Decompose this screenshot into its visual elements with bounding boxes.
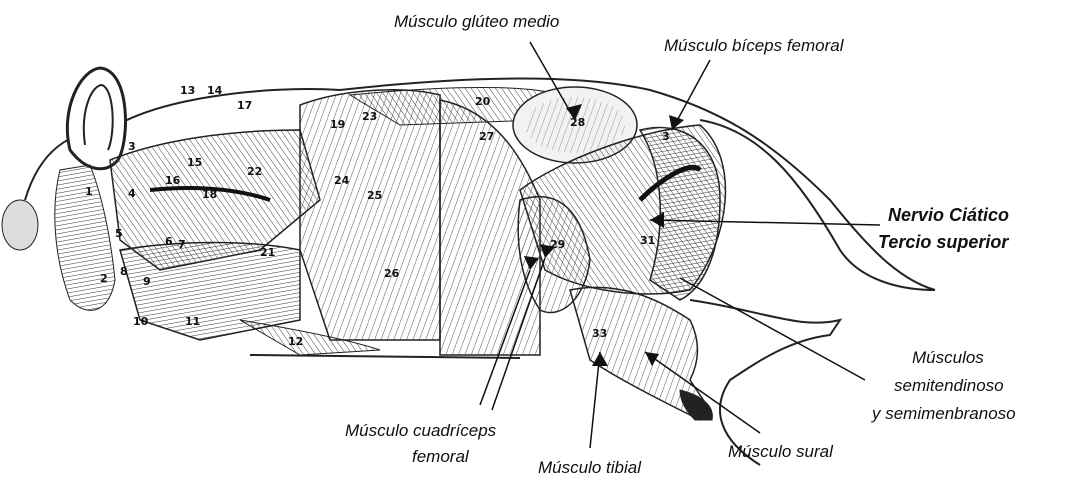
svg-text:20: 20 <box>475 95 491 108</box>
svg-text:26: 26 <box>384 267 400 280</box>
svg-text:3: 3 <box>662 130 670 143</box>
ear <box>67 68 125 169</box>
svg-text:6: 6 <box>165 235 173 248</box>
svg-text:21: 21 <box>260 246 275 259</box>
svg-text:13: 13 <box>180 84 195 97</box>
svg-text:25: 25 <box>367 189 382 202</box>
shoulder-muscle <box>300 90 440 340</box>
svg-text:8: 8 <box>120 265 128 278</box>
label-tercio-superior: Tercio superior <box>878 232 1008 252</box>
label-tibial: Músculo tibial <box>538 458 641 478</box>
svg-text:7: 7 <box>178 238 186 251</box>
svg-text:15: 15 <box>187 156 202 169</box>
label-semimenbranoso: y semimenbranoso <box>872 404 1016 424</box>
svg-text:19: 19 <box>330 118 345 131</box>
label-sural: Músculo sural <box>728 442 833 462</box>
svg-text:27: 27 <box>479 130 494 143</box>
svg-text:5: 5 <box>115 227 123 240</box>
svg-text:33: 33 <box>592 327 607 340</box>
svg-text:3: 3 <box>128 140 136 153</box>
svg-text:28: 28 <box>570 116 585 129</box>
svg-text:24: 24 <box>334 174 350 187</box>
svg-text:31: 31 <box>640 234 655 247</box>
label-musculos: Músculos <box>912 348 984 368</box>
svg-text:11: 11 <box>185 315 200 328</box>
svg-text:4: 4 <box>128 187 136 200</box>
svg-text:22: 22 <box>247 165 262 178</box>
svg-text:12: 12 <box>288 335 303 348</box>
label-cuadriceps: Músculo cuadríceps <box>345 421 496 441</box>
svg-text:18: 18 <box>202 188 217 201</box>
svg-text:1: 1 <box>85 185 93 198</box>
label-gluteo-medio: Músculo glúteo medio <box>394 12 559 32</box>
label-semitendinoso: semitendinoso <box>894 376 1004 396</box>
svg-text:9: 9 <box>143 275 151 288</box>
svg-text:17: 17 <box>237 99 252 112</box>
label-nervio-ciatico: Nervio Ciático <box>888 205 1009 225</box>
label-femoral: femoral <box>412 447 469 467</box>
svg-text:10: 10 <box>133 315 149 328</box>
svg-text:14: 14 <box>207 84 223 97</box>
svg-text:2: 2 <box>100 272 108 285</box>
svg-text:23: 23 <box>362 110 377 123</box>
svg-text:16: 16 <box>165 174 181 187</box>
label-biceps-femoral: Músculo bíceps femoral <box>664 36 844 56</box>
